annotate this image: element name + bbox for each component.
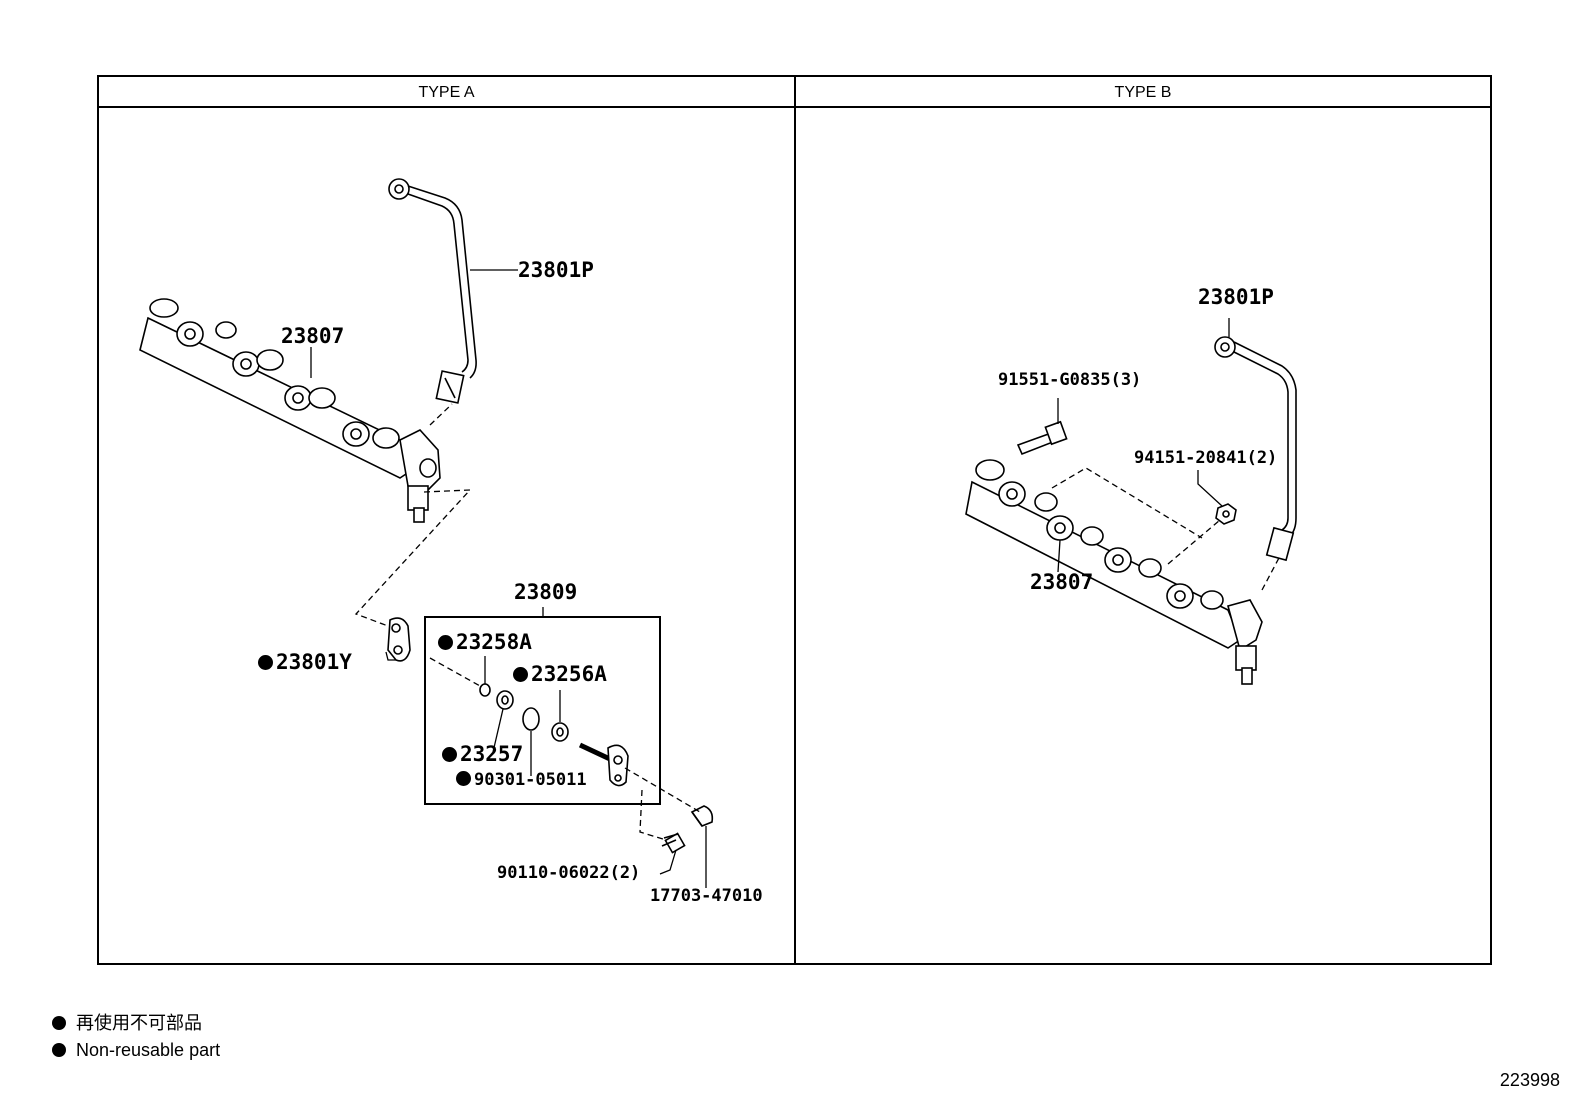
type-a-sensor-kit-drawing [479,683,714,854]
panel-header-type-a: TYPE A [418,84,475,101]
part-number-bolt-type-a: 90110-06022(2) [497,863,641,883]
legend-non-reusable-jp: 再使用不可部品 [52,1013,202,1035]
legend-non-reusable-en: Non-reusable part [52,1039,220,1061]
type-a-leader-lines [310,269,707,888]
type-b-leader-lines [1057,318,1230,573]
part-number-insulator: 17703-47010 [650,886,763,906]
part-number-nut: 94151-20841(2) [1134,448,1278,468]
legend-en-text: Non-reusable part [76,1040,221,1060]
part-number-type-b-delivery-pipe: 23807 [1030,570,1094,594]
part-number-kit-part-1: 23258A [438,630,532,654]
type-b-nut-drawing [1215,503,1237,525]
legend-jp-text: 再使用不可部品 [76,1013,202,1034]
part-number-type-a-fuel-pipe: 23801P [518,258,594,282]
type-b-dashed-lines [1051,467,1281,591]
part-number-gasket: 23801Y [258,650,352,674]
type-b-fuel-pipe-drawing [1214,336,1297,562]
part-number-o-ring: 90301-05011 [456,770,587,790]
non-reusable-bullet-icon [52,1016,66,1030]
part-number-kit-part-2: 23256A [513,662,607,686]
part-number-type-b-fuel-pipe: 23801P [1198,285,1274,309]
part-number-sensor-kit: 23809 [514,580,578,604]
part-number-type-a-delivery-pipe: 23807 [281,324,345,348]
type-a-fuel-pipe-drawing [388,178,477,404]
part-number-bolt-type-b: 91551-G0835(3) [998,370,1142,390]
type-a-gasket-drawing [387,617,411,662]
part-number-kit-part-3: 23257 [442,742,523,766]
type-b-bolt-drawing [1016,420,1068,456]
panel-header-type-b: TYPE B [1114,84,1172,101]
figure-number: 223998 [1499,1070,1560,1090]
type-a-dashed-lines [354,403,701,841]
type-b-delivery-pipe-drawing [965,459,1263,685]
non-reusable-bullet-icon [52,1043,66,1057]
type-a-delivery-pipe-drawing [139,298,441,523]
